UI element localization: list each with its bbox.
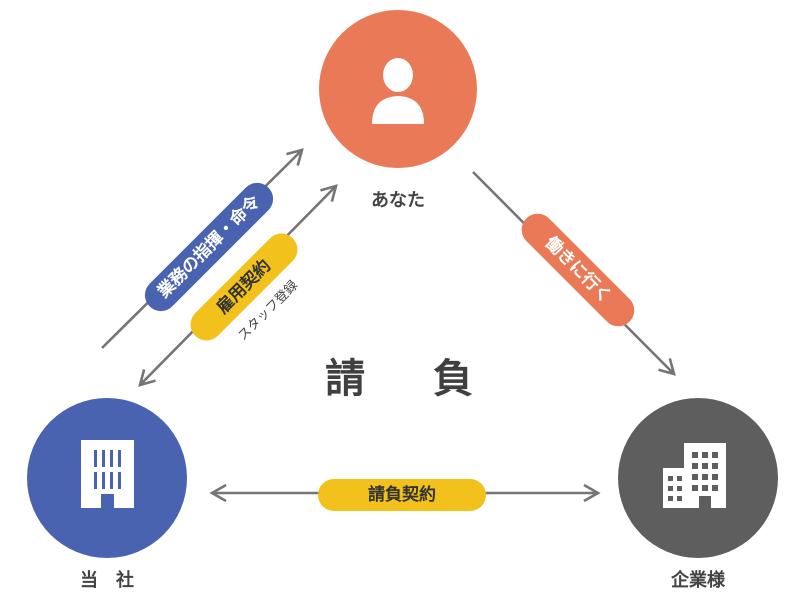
center-title-char-1: 請 <box>325 356 368 402</box>
center-title: 請 負 <box>300 346 500 404</box>
building-icon <box>81 440 134 508</box>
office-buildings-icon <box>663 443 726 508</box>
person-icon <box>372 58 424 124</box>
you-label: あなた <box>371 190 425 211</box>
client-label: 企業様 <box>671 570 725 591</box>
company-label: 当 社 <box>80 570 134 591</box>
contract-pill: 請負契約 <box>318 479 486 511</box>
center-title-char-2: 負 <box>432 356 475 402</box>
